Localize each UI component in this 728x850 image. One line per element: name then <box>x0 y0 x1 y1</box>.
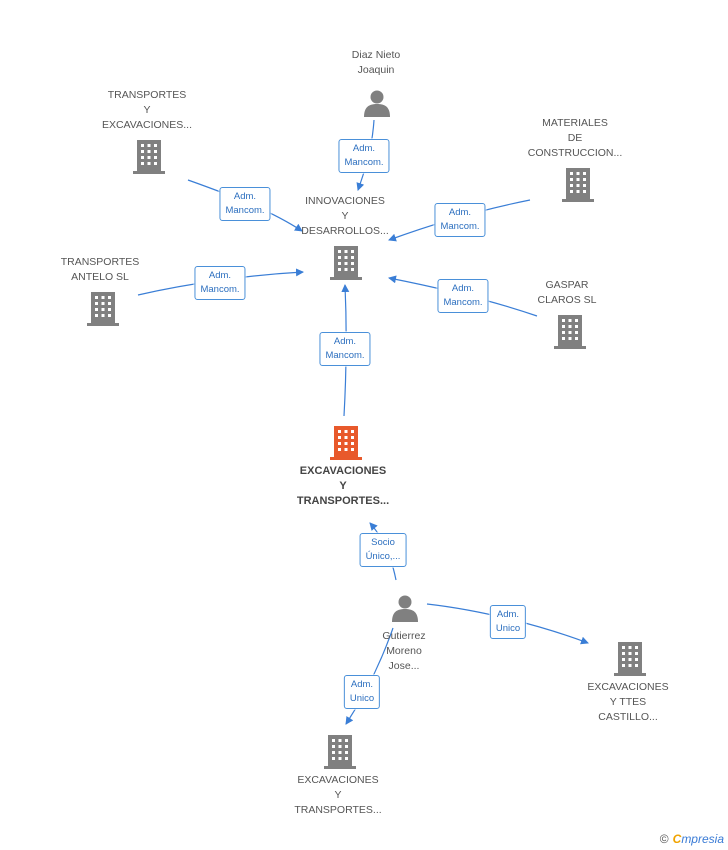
main-building-icon[interactable] <box>330 424 362 460</box>
company-label-innovaciones[interactable]: INNOVACIONES Y DESARROLLOS... <box>301 195 389 237</box>
main-company-label[interactable]: EXCAVACIONES Y TRANSPORTES... <box>296 465 390 507</box>
building-icon[interactable] <box>614 640 646 676</box>
company-label-antelo[interactable]: TRANSPORTES ANTELO SL <box>60 256 140 283</box>
building-icon[interactable] <box>562 166 594 202</box>
company-label-castillo[interactable]: EXCAVACIONES Y TTES CASTILLO... <box>587 681 669 723</box>
edge-badge-adm-mancom[interactable]: Adm. Mancom. <box>194 266 246 300</box>
company-label-gaspar[interactable]: GASPAR CLAROS SL <box>537 279 597 306</box>
edge-badge-adm-unico[interactable]: Adm. Unico <box>489 605 527 639</box>
copyright-icon: © <box>659 832 669 846</box>
person-label-diaz[interactable]: Diaz Nieto Joaquin <box>351 49 401 76</box>
edge-badge-adm-mancom[interactable]: Adm. Mancom. <box>319 332 371 366</box>
edge-badge-adm-mancom[interactable]: Adm. Mancom. <box>338 139 390 173</box>
company-label-transportes-excavaciones[interactable]: TRANSPORTES Y EXCAVACIONES... <box>101 89 193 131</box>
brand-footer[interactable]: ©Cmpresia <box>660 832 724 846</box>
building-icon[interactable] <box>87 290 119 326</box>
edge-badge-adm-mancom[interactable]: Adm. Mancom. <box>434 203 486 237</box>
building-icon[interactable] <box>330 244 362 280</box>
building-icon[interactable] <box>324 733 356 769</box>
edge-badge-socio-unico[interactable]: Socio Único,... <box>359 533 407 567</box>
brand-initial: C <box>672 832 682 846</box>
edge-badge-adm-unico[interactable]: Adm. Unico <box>343 675 381 709</box>
edge-badge-adm-mancom[interactable]: Adm. Mancom. <box>219 187 271 221</box>
person-icon[interactable] <box>391 594 419 622</box>
company-label-materiales[interactable]: MATERIALES DE CONSTRUCCION... <box>527 117 623 159</box>
building-icon[interactable] <box>133 138 165 174</box>
person-icon[interactable] <box>363 89 391 117</box>
edge-badge-adm-mancom[interactable]: Adm. Mancom. <box>437 279 489 313</box>
building-icon[interactable] <box>554 313 586 349</box>
person-label-gutierrez[interactable]: Gutierrez Moreno Jose... <box>382 630 426 672</box>
brand-name: mpresia <box>681 832 724 846</box>
company-label-excavaciones-bottom[interactable]: EXCAVACIONES Y TRANSPORTES... <box>294 774 382 816</box>
